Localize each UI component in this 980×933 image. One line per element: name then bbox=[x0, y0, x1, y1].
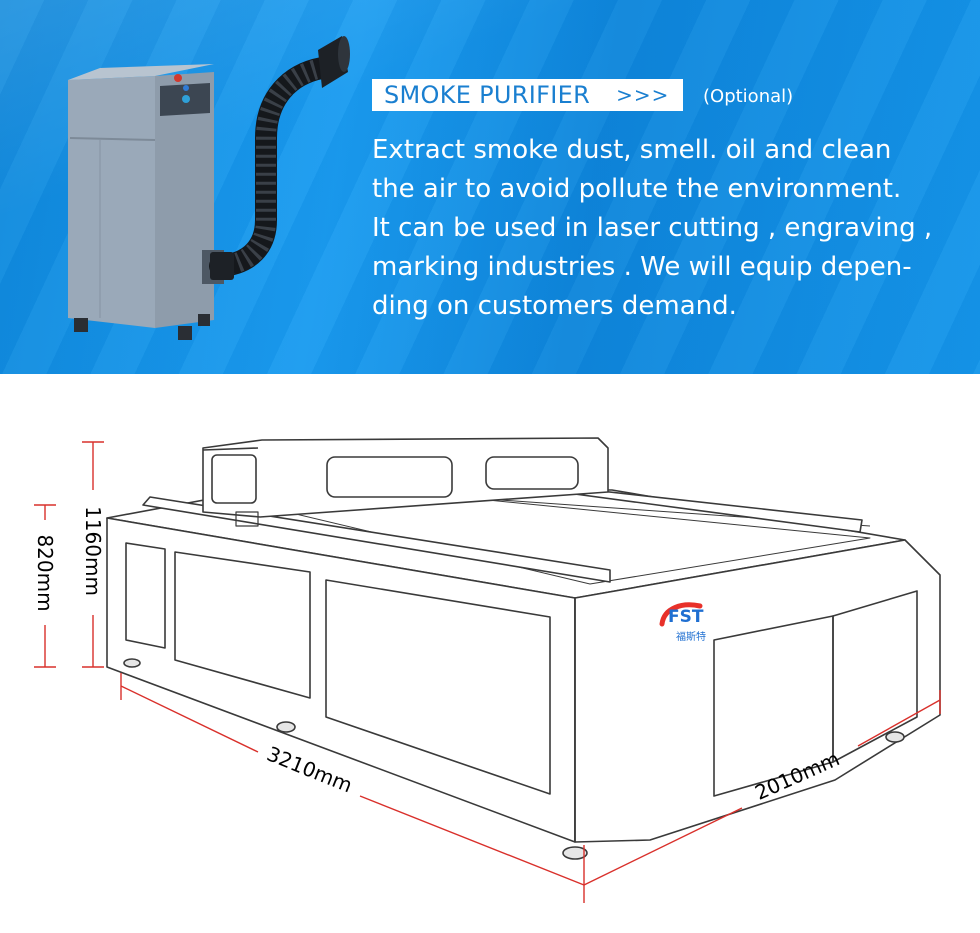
logo-subtext: 福斯特 bbox=[676, 630, 706, 643]
description-line: Extract smoke dust, smell. oil and clean bbox=[372, 135, 892, 165]
laser-machine-dimension-drawing: FST 福斯特 1160mm 820mm 3210mm bbox=[33, 437, 941, 903]
smoke-purifier-banner: SMOKE PURIFIER >>> (Optional) Extract sm… bbox=[0, 0, 980, 374]
description-line: the air to avoid pollute the environment… bbox=[372, 174, 902, 204]
width-dimension bbox=[583, 690, 941, 886]
section-title: SMOKE PURIFIER bbox=[384, 81, 591, 109]
description-line: marking industries . We will equip depen… bbox=[372, 252, 912, 282]
height-total-label: 1160mm bbox=[81, 506, 105, 596]
logo-text: FST bbox=[668, 607, 704, 627]
smoke-purifier-title-box: SMOKE PURIFIER >>> bbox=[372, 79, 684, 111]
length-dimension bbox=[120, 673, 585, 903]
height-total-dimension bbox=[82, 441, 104, 668]
title-arrows: >>> bbox=[616, 83, 670, 107]
height-table-dimension bbox=[34, 504, 56, 668]
description-line: It can be used in laser cutting , engrav… bbox=[372, 213, 933, 243]
height-table-label: 820mm bbox=[33, 534, 57, 611]
optional-label: (Optional) bbox=[703, 86, 794, 107]
smoke-purifier-illustration bbox=[68, 36, 350, 340]
description-paragraph: Extract smoke dust, smell. oil and clean… bbox=[372, 131, 972, 326]
description-line: ding on customers demand. bbox=[372, 291, 737, 321]
fst-logo: FST 福斯特 bbox=[659, 602, 706, 643]
machine-outline bbox=[106, 437, 941, 860]
